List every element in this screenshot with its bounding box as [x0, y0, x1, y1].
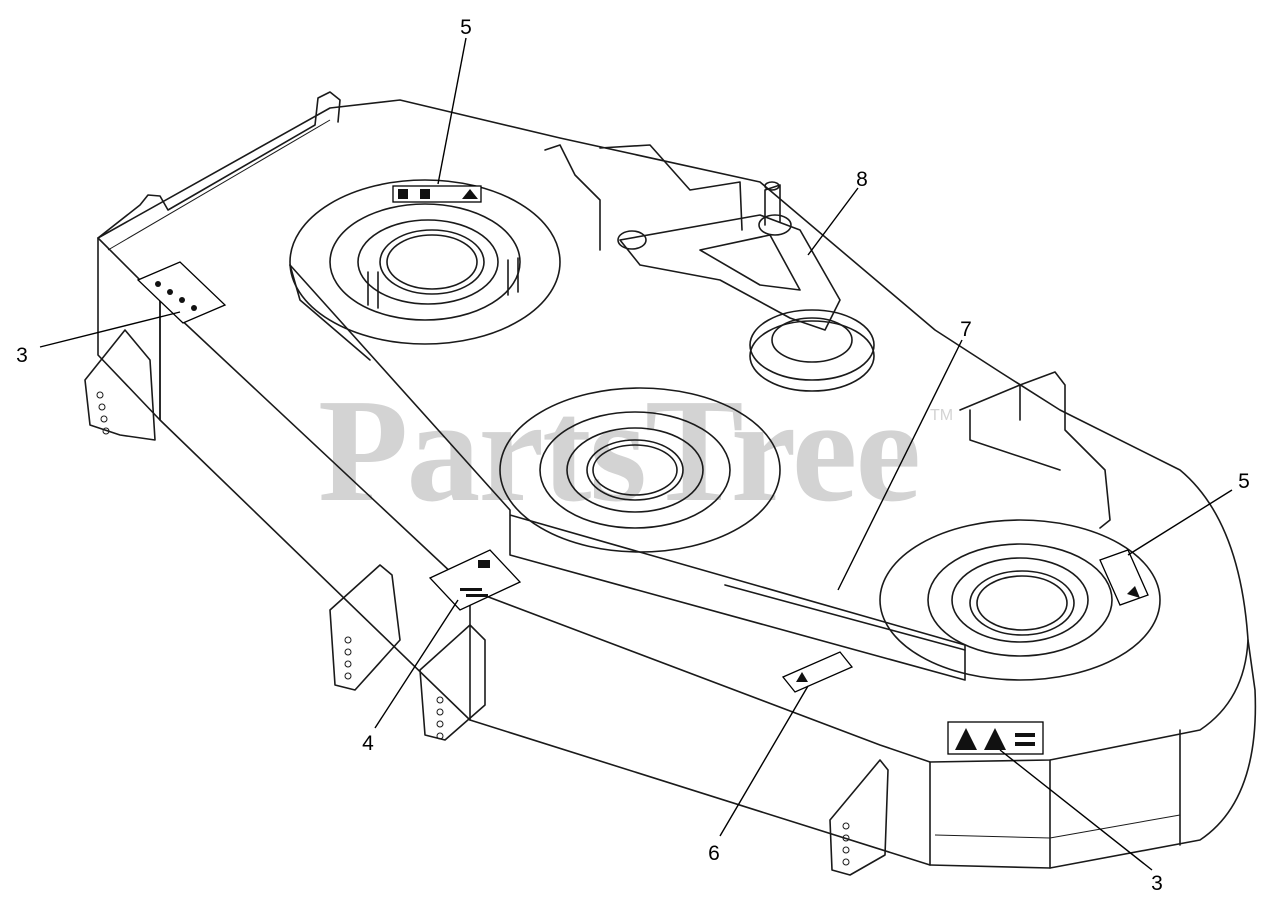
callout-labels: 5 8 3 7 5 4 6 3 [16, 16, 1250, 895]
decal-center-warning [781, 651, 854, 693]
front-brackets [84, 329, 889, 876]
watermark-text: PartsTree [318, 369, 919, 533]
idler-pulley-assembly [544, 144, 875, 392]
decal-left-warning [136, 261, 227, 324]
decal-right-safety [1099, 549, 1149, 606]
watermark: PartsTree TM [318, 369, 953, 533]
callout-7: 7 [960, 318, 972, 341]
callout-4: 4 [362, 732, 374, 755]
spindle-left [289, 179, 561, 345]
callout-6: 6 [708, 842, 720, 865]
callout-3-left: 3 [16, 344, 28, 367]
callout-5-right: 5 [1238, 470, 1250, 493]
spindle-right [879, 519, 1161, 681]
decal-top-safety [392, 185, 482, 203]
spindle-center [499, 387, 781, 553]
callout-5-top: 5 [460, 16, 472, 39]
leader-lines [39, 37, 1233, 871]
decal-front-left-instructions [428, 549, 522, 611]
watermark-trademark: TM [930, 407, 953, 424]
deck-top-plate [97, 99, 1249, 763]
callout-8: 8 [856, 168, 868, 191]
decal-front-right-warning [947, 721, 1044, 755]
callout-3-bottom: 3 [1151, 872, 1163, 895]
mower-deck [97, 91, 1257, 869]
